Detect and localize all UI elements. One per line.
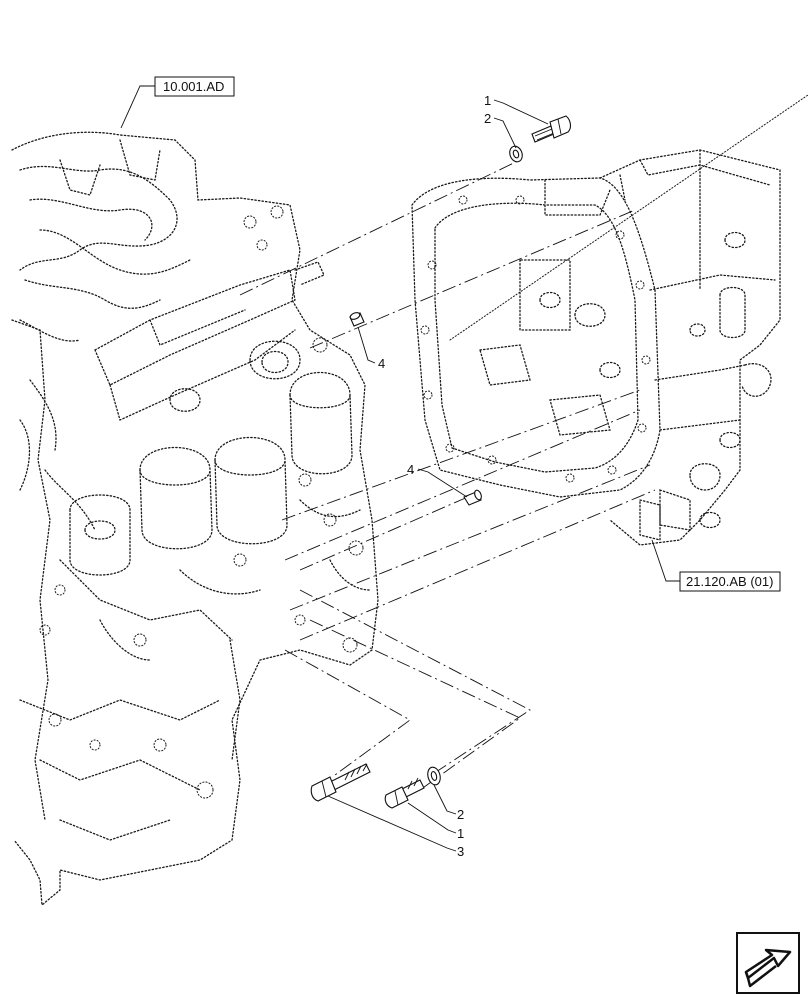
assembly-lines — [239, 159, 656, 791]
washer-top — [509, 145, 523, 163]
return-arrow-icon[interactable] — [736, 932, 800, 994]
callout-1-bottom: 1 — [457, 826, 464, 841]
callout-4-lower: 4 — [407, 462, 414, 477]
transmission-housing — [411, 149, 781, 546]
leader-lines — [120, 85, 680, 852]
engine-assembly — [11, 131, 379, 907]
alignment-axis-line — [449, 94, 808, 341]
bolt-top — [531, 115, 571, 143]
washer-bottom — [427, 766, 441, 786]
bolt-short — [384, 777, 425, 809]
bolt-long — [310, 763, 371, 802]
reference-box-transmission[interactable]: 21.120.AB (01) — [679, 571, 781, 592]
callout-3-bottom: 3 — [457, 844, 464, 859]
callout-1-top: 1 — [484, 93, 491, 108]
reference-label-transmission: 21.120.AB (01) — [686, 574, 773, 589]
reference-box-engine[interactable]: 10.001.AD — [154, 76, 235, 97]
reference-label-engine: 10.001.AD — [163, 79, 224, 94]
callout-4-upper: 4 — [378, 356, 385, 371]
dowel-pin-lower — [463, 489, 482, 506]
callout-2-bottom: 2 — [457, 807, 464, 822]
callout-2-top: 2 — [484, 111, 491, 126]
dowel-pin-upper — [349, 312, 365, 327]
